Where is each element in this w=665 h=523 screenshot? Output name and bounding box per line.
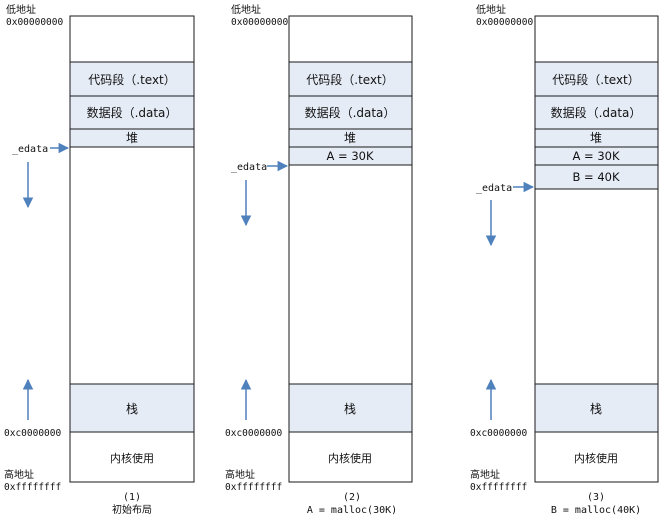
heap-label: 堆 bbox=[590, 131, 602, 145]
stack-label: 栈 bbox=[590, 401, 602, 416]
code-segment bbox=[534, 61, 659, 97]
high-address-title: 高地址 bbox=[4, 468, 34, 481]
stack-segment bbox=[534, 383, 659, 433]
allocation-a bbox=[288, 146, 413, 166]
high-address-title: 高地址 bbox=[470, 468, 500, 481]
panel-1: 代码段（.text） 数据段（.data） 堆 栈 内核使用 低地址 0x000… bbox=[4, 3, 195, 516]
low-address-value: 0x00000000 bbox=[6, 17, 63, 28]
panel-caption: A = malloc(30K) bbox=[307, 505, 397, 516]
data-segment bbox=[534, 95, 659, 130]
kernel-label: 内核使用 bbox=[110, 451, 154, 465]
data-segment-label: 数据段（.data） bbox=[305, 105, 396, 120]
stack-segment bbox=[288, 383, 413, 433]
panel-index: (1) bbox=[123, 492, 141, 503]
code-segment-label: 代码段（.text） bbox=[88, 72, 176, 87]
kernel-label: 内核使用 bbox=[574, 451, 618, 465]
high-address-value: 0xffffffff bbox=[470, 482, 527, 493]
kernel-boundary-address: 0xc0000000 bbox=[470, 428, 527, 439]
panel-index: (3) bbox=[587, 492, 605, 503]
edata-label: _edata bbox=[231, 162, 267, 173]
kernel-segment bbox=[288, 431, 413, 483]
edata-label: _edata bbox=[12, 144, 48, 155]
kernel-label: 内核使用 bbox=[328, 451, 372, 465]
kernel-boundary-address: 0xc0000000 bbox=[4, 428, 61, 439]
panel-caption: 初始布局 bbox=[112, 503, 152, 516]
allocation-a-label: A = 30K bbox=[573, 149, 620, 163]
allocation-a-label: A = 30K bbox=[327, 149, 374, 163]
code-segment-label: 代码段（.text） bbox=[306, 72, 394, 87]
low-address-title: 低地址 bbox=[476, 3, 506, 16]
data-segment bbox=[69, 95, 195, 130]
panel-2: 代码段（.text） 数据段（.data） 堆 A = 30K 栈 内核使用 低… bbox=[225, 3, 413, 516]
stack-label: 栈 bbox=[126, 401, 138, 416]
data-segment-label: 数据段（.data） bbox=[87, 105, 178, 120]
heap-segment bbox=[69, 128, 195, 148]
code-segment-label: 代码段（.text） bbox=[552, 72, 640, 87]
heap-label: 堆 bbox=[344, 131, 356, 145]
data-segment bbox=[288, 95, 413, 130]
high-address-value: 0xffffffff bbox=[4, 482, 61, 493]
allocation-b bbox=[534, 164, 659, 190]
panel-index: (2) bbox=[343, 492, 361, 503]
panel-caption: B = malloc(40K) bbox=[551, 505, 641, 516]
low-address-value: 0x00000000 bbox=[476, 17, 533, 28]
panel-3: 代码段（.text） 数据段（.data） 堆 A = 30K B = 40K … bbox=[470, 3, 659, 516]
data-segment-label: 数据段（.data） bbox=[551, 105, 642, 120]
kernel-boundary-address: 0xc0000000 bbox=[225, 428, 282, 439]
code-segment bbox=[288, 61, 413, 97]
kernel-segment bbox=[69, 431, 195, 483]
high-address-value: 0xffffffff bbox=[225, 482, 282, 493]
low-address-title: 低地址 bbox=[6, 3, 36, 16]
heap-label: 堆 bbox=[126, 131, 138, 145]
kernel-segment bbox=[534, 431, 659, 483]
low-address-title: 低地址 bbox=[231, 3, 261, 16]
high-address-title: 高地址 bbox=[225, 468, 255, 481]
stack-label: 栈 bbox=[344, 401, 356, 416]
low-address-value: 0x00000000 bbox=[231, 17, 288, 28]
edata-label: _edata bbox=[476, 183, 512, 194]
allocation-b-label: B = 40K bbox=[572, 170, 619, 184]
code-segment bbox=[69, 61, 195, 97]
